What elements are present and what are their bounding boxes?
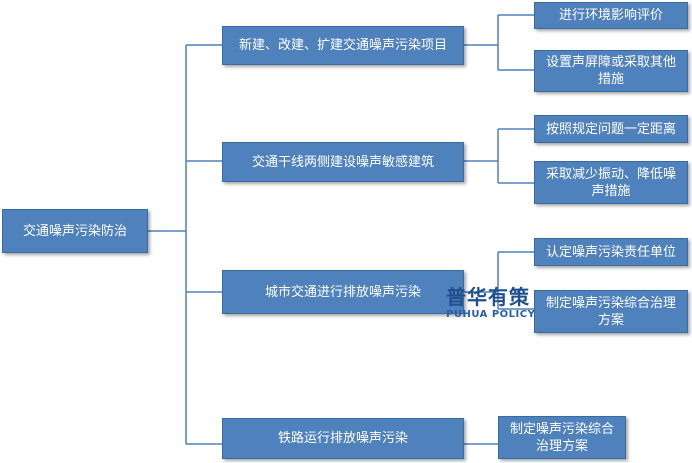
branch-node-1: 新建、改建、扩建交通噪声污染项目 [222, 26, 464, 65]
branch-node-2: 交通干线两侧建设噪声敏感建筑 [222, 142, 464, 182]
leaf-node-3-2: 制定噪声污染综合治理方案 [534, 290, 688, 333]
root-node: 交通噪声污染防治 [2, 209, 148, 253]
branch-node-4: 铁路运行排放噪声污染 [222, 418, 464, 459]
leaf-node-2-2: 采取减少振动、降低噪声措施 [534, 161, 688, 204]
leaf-node-1-1: 进行环境影响评价 [534, 2, 688, 29]
watermark-en: PUHUA POLICY [446, 309, 536, 320]
watermark-logo: 普华有策 PUHUA POLICY [446, 286, 542, 322]
leaf-node-1-2: 设置声屏障或采取其他措施 [534, 50, 688, 92]
leaf-node-3-1: 认定噪声污染责任单位 [534, 238, 688, 266]
leaf-node-2-1: 按照规定问题一定距离 [534, 115, 688, 143]
branch-node-3: 城市交通进行排放噪声污染 [222, 270, 464, 314]
watermark-cn: 普华有策 [446, 285, 530, 309]
leaf-node-4-1: 制定噪声污染综合治理方案 [498, 416, 626, 459]
